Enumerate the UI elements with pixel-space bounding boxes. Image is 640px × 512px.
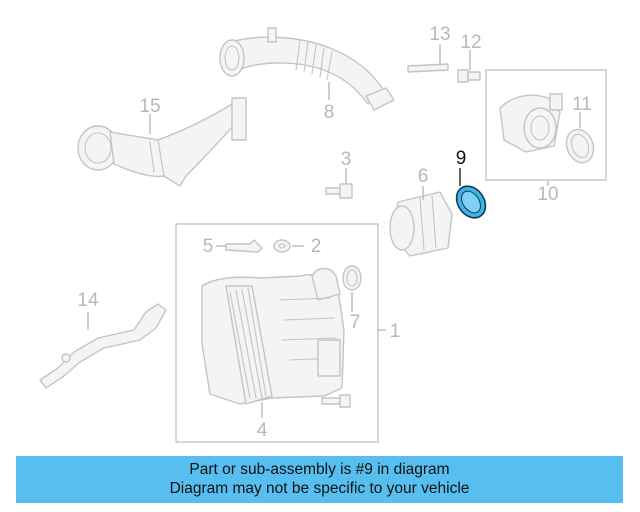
callout-13[interactable]: 13 bbox=[429, 24, 450, 45]
part-12-bolt bbox=[457, 50, 481, 83]
info-banner: Part or sub-assembly is #9 in diagram Di… bbox=[16, 456, 623, 503]
callout-3[interactable]: 3 bbox=[341, 149, 352, 170]
part-13-strip bbox=[407, 44, 449, 73]
callout-10[interactable]: 10 bbox=[537, 184, 558, 205]
callout-6[interactable]: 6 bbox=[418, 166, 429, 187]
part-9-seal-ring bbox=[455, 168, 487, 219]
callout-12[interactable]: 12 bbox=[460, 32, 481, 53]
part-3-bolt bbox=[325, 168, 353, 199]
callout-9[interactable]: 9 bbox=[456, 148, 467, 169]
part-10-throttle-assembly bbox=[485, 69, 607, 186]
part-14-tube bbox=[39, 303, 167, 389]
banner-line-1: Part or sub-assembly is #9 in diagram bbox=[189, 461, 450, 478]
callout-15[interactable]: 15 bbox=[139, 96, 160, 117]
callout-7[interactable]: 7 bbox=[350, 312, 361, 333]
parts-diagram: 13 12 8 15 11 3 9 6 10 5 2 14 7 1 4 bbox=[39, 24, 607, 443]
part-6-sensor-housing bbox=[389, 186, 453, 257]
banner-line-2: Diagram may not be specific to your vehi… bbox=[169, 480, 470, 497]
callout-2[interactable]: 2 bbox=[311, 236, 322, 257]
part-8-intake-duct bbox=[219, 27, 395, 111]
callout-14[interactable]: 14 bbox=[77, 290, 99, 311]
callout-1[interactable]: 1 bbox=[390, 321, 401, 342]
callout-8[interactable]: 8 bbox=[324, 102, 335, 123]
callout-5[interactable]: 5 bbox=[203, 236, 214, 257]
callout-4[interactable]: 4 bbox=[257, 420, 268, 441]
callout-11[interactable]: 11 bbox=[572, 94, 592, 115]
part-1-air-cleaner-box bbox=[175, 223, 386, 443]
part-15-hose bbox=[77, 97, 247, 187]
